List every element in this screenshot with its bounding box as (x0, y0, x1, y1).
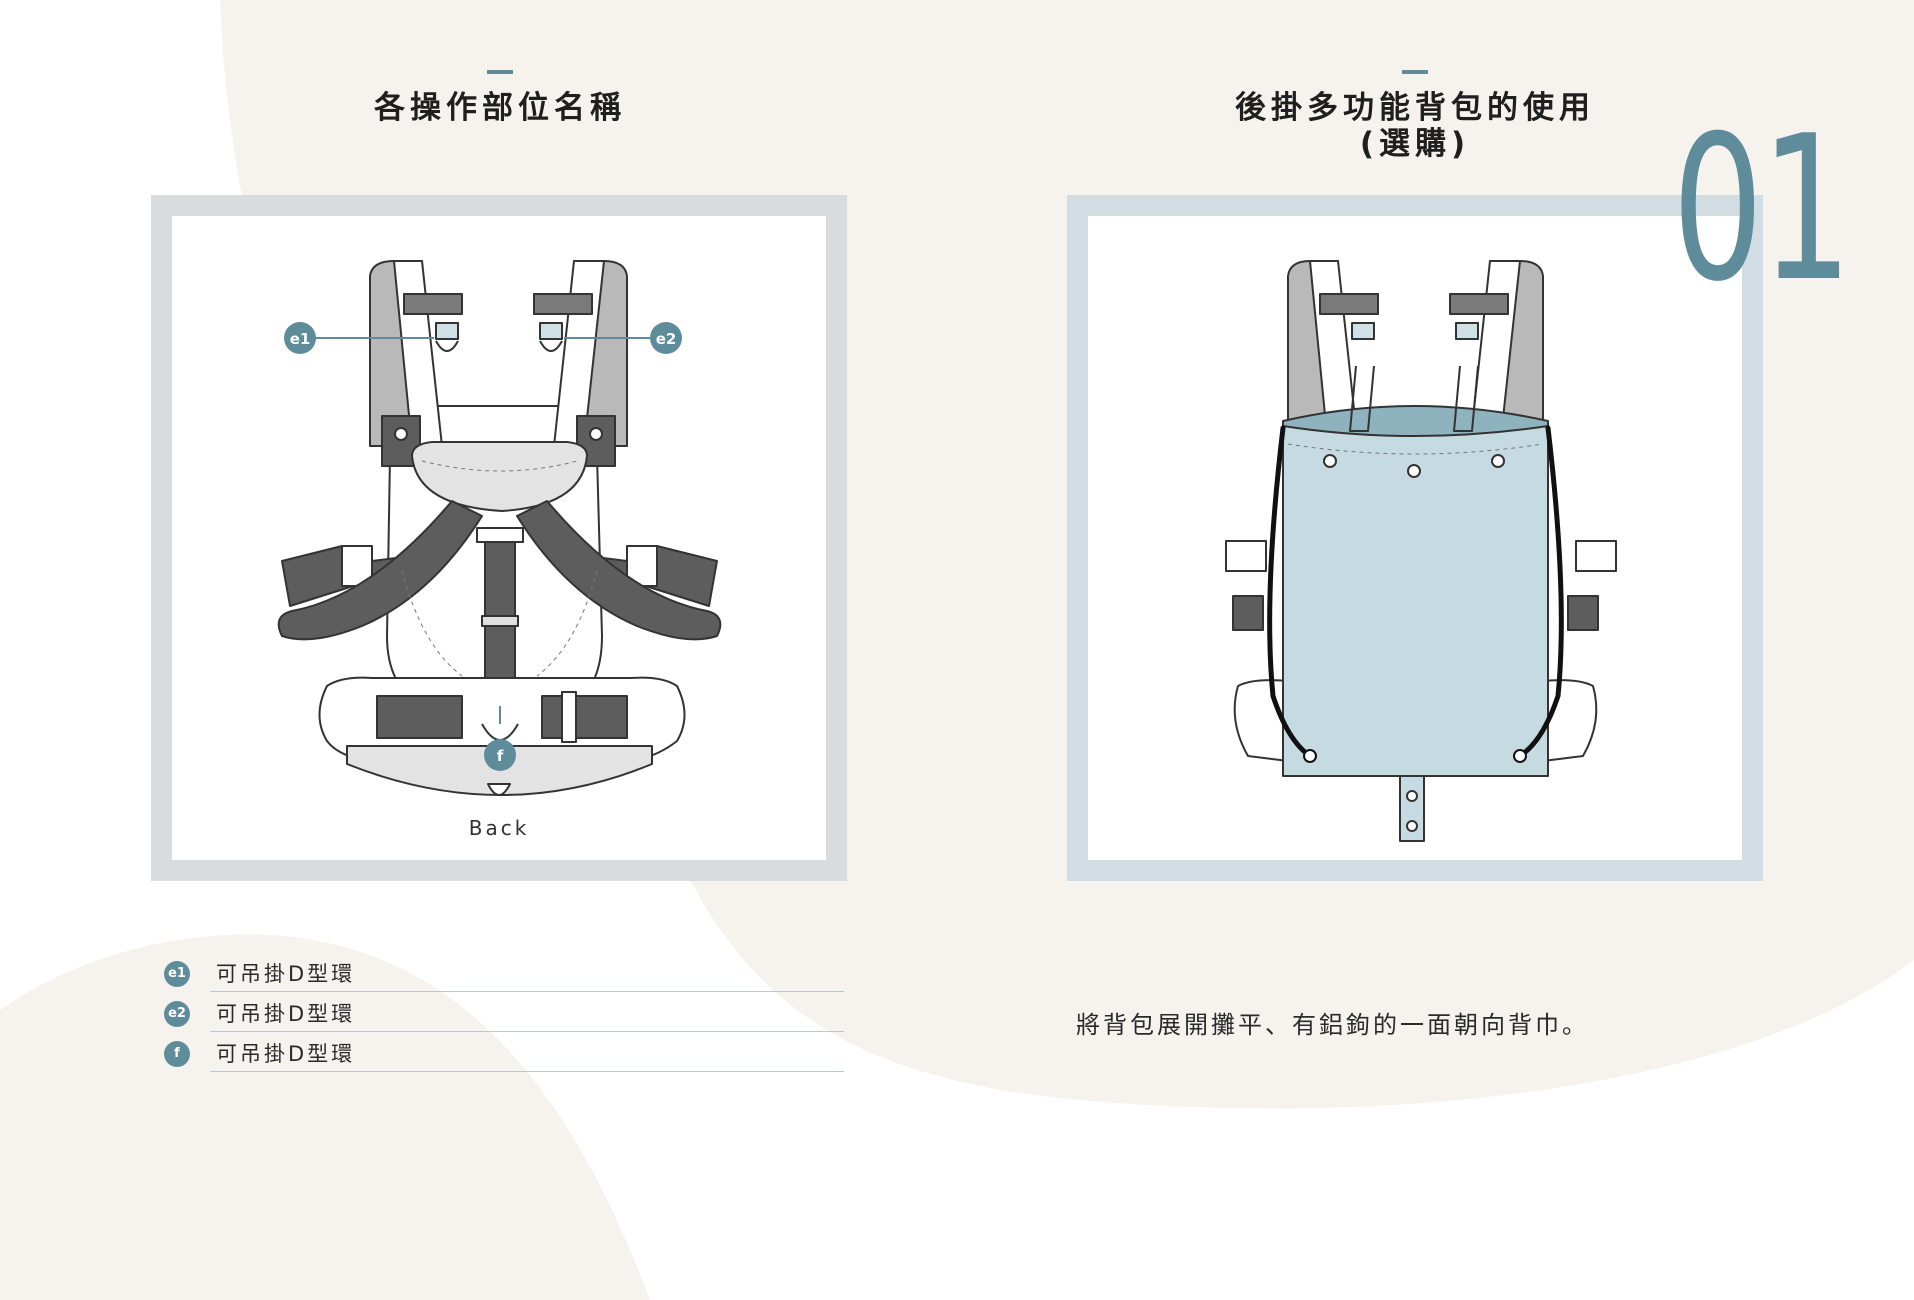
callout-e2-badge: e2 (650, 322, 682, 354)
right-title-line1: 後掛多功能背包的使用 (1235, 90, 1595, 126)
legend-badge: e1 (164, 961, 190, 987)
left-figure-frame: e1 e2 f Back (151, 195, 847, 881)
legend-badge: e2 (164, 1001, 190, 1027)
page-number: 01 (1672, 93, 1852, 326)
callout-f-label: f (497, 747, 504, 765)
right-figure-frame (1067, 195, 1763, 881)
legend-list: e1 可吊掛D型環 e2 可吊掛D型環 f 可吊掛D型環 (164, 952, 844, 1072)
right-description: 將背包展開攤平、有鋁鉤的一面朝向背巾。 (1076, 1011, 1589, 1039)
right-title-dash (1402, 70, 1428, 74)
legend-item: e1 可吊掛D型環 (164, 952, 844, 992)
legend-item: f 可吊掛D型環 (164, 1032, 844, 1072)
legend-divider (210, 991, 844, 992)
legend-divider (210, 1071, 844, 1072)
legend-text: 可吊掛D型環 (216, 1042, 356, 1066)
legend-text: 可吊掛D型環 (216, 1002, 356, 1026)
right-section-title: 後掛多功能背包的使用 (選購) (1115, 90, 1715, 162)
right-figure-panel (1088, 216, 1742, 860)
legend-badge: f (164, 1041, 190, 1067)
callout-e1-label: e1 (290, 330, 311, 348)
figure-caption-back: Back (468, 816, 530, 840)
legend-item: e2 可吊掛D型環 (164, 992, 844, 1032)
baby-carrier-back-illustration: e1 e2 f (277, 260, 722, 796)
callout-e2-label: e2 (656, 330, 677, 348)
legend-divider (210, 1031, 844, 1032)
callout-e1-badge: e1 (284, 322, 316, 354)
right-title-line2: (選購) (1359, 126, 1471, 162)
backpack-attached-illustration (1225, 260, 1617, 842)
callout-f-badge: f (484, 739, 516, 771)
left-title-dash (487, 70, 513, 74)
legend-text: 可吊掛D型環 (216, 962, 356, 986)
left-section-title: 各操作部位名稱 (374, 90, 626, 126)
left-figure-panel: e1 e2 f Back (172, 216, 826, 860)
